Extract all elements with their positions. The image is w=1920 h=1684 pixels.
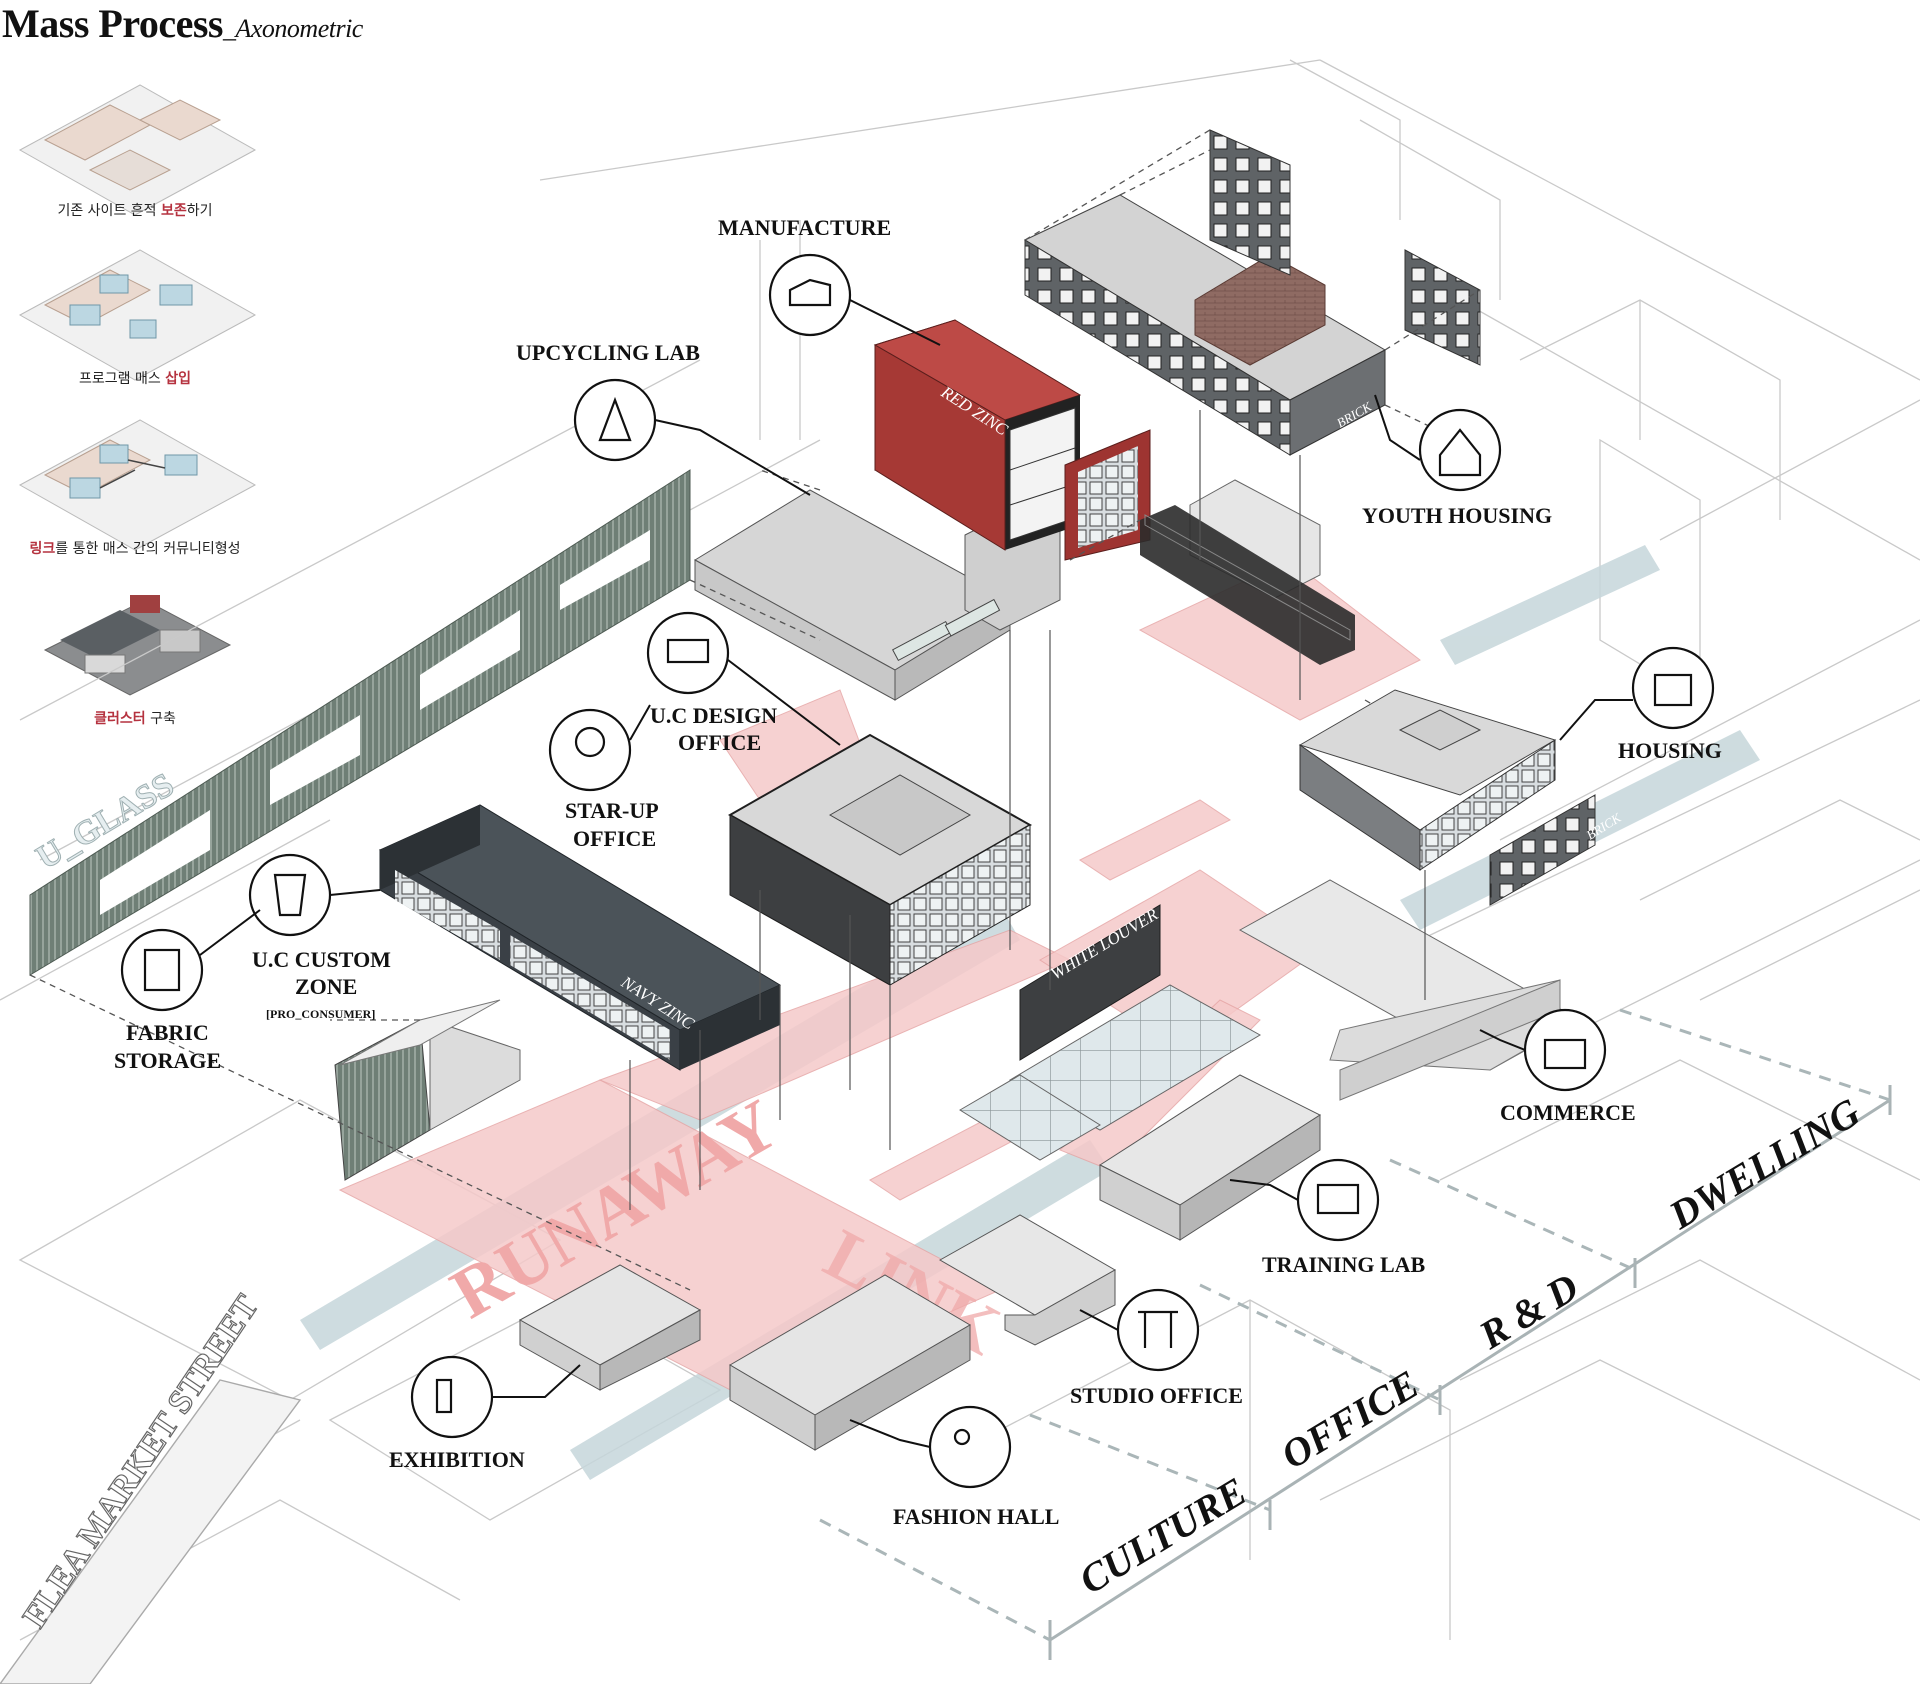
thumbnail-preserve bbox=[18, 84, 257, 216]
fabric-storage-building bbox=[334, 999, 521, 1181]
title-sub: _Axonometric bbox=[223, 14, 363, 43]
label-uc-design-2: OFFICE bbox=[678, 730, 761, 755]
fabric-storage-icon bbox=[120, 928, 204, 1012]
label-training-lab: TRAINING LAB bbox=[1262, 1252, 1426, 1277]
step-2-pre: 프로그램 매스 bbox=[79, 371, 166, 387]
label-uc-custom-1: U.C CUSTOM bbox=[252, 947, 391, 972]
studio-office-building bbox=[938, 1214, 1117, 1346]
label-housing: HOUSING bbox=[1618, 738, 1722, 763]
youth-housing-building: BRICK bbox=[1023, 129, 1481, 665]
fashion-hall-building bbox=[729, 1274, 971, 1451]
label-uc-custom-2: ZONE bbox=[295, 974, 357, 999]
zone-office: OFFICE bbox=[1273, 1361, 1426, 1477]
zone-rd: R & D bbox=[1471, 1264, 1586, 1358]
process-step-3: 링크를 통한 매스 간의 커뮤니티형성 bbox=[10, 538, 260, 558]
process-thumbnails bbox=[18, 84, 257, 696]
commerce-icon bbox=[1523, 1008, 1607, 1092]
manufacture-building: RED ZINC bbox=[873, 319, 1151, 561]
thumbnail-insert bbox=[18, 249, 257, 381]
uc-custom-zone-building: NAVY ZINC bbox=[378, 804, 782, 1071]
uc-design-office-icon bbox=[646, 611, 730, 695]
step-1-pre: 기존 사이트 흔적 bbox=[57, 203, 161, 219]
label-commerce: COMMERCE bbox=[1500, 1100, 1636, 1125]
thumbnail-link bbox=[18, 419, 257, 551]
upcycling-lab-icon bbox=[573, 378, 657, 462]
process-step-1: 기존 사이트 흔적 보존하기 bbox=[10, 200, 260, 220]
page-title: Mass Process_Axonometric bbox=[2, 0, 363, 47]
zone-dwelling: DWELLING bbox=[1661, 1089, 1868, 1238]
step-3-post: 를 통한 매스 간의 커뮤니티형성 bbox=[55, 541, 241, 557]
process-step-2: 프로그램 매스 삽입 bbox=[10, 368, 260, 388]
label-exhibition: EXHIBITION bbox=[389, 1447, 525, 1472]
training-lab-building bbox=[1098, 1074, 1322, 1241]
u-glass-facade: U_GLASS bbox=[29, 469, 691, 976]
label-uc-design-1: U.C DESIGN bbox=[650, 703, 777, 728]
label-fabric-1: FABRIC bbox=[126, 1020, 209, 1045]
label-manufacture: MANUFACTURE bbox=[718, 215, 891, 240]
label-fabric-2: STORAGE bbox=[114, 1048, 221, 1073]
flea-market-street: FLEA MARKET STREET bbox=[0, 1288, 302, 1684]
upcycling-lab-building bbox=[694, 489, 1061, 701]
uc-custom-zone-icon bbox=[248, 853, 332, 937]
housing-icon bbox=[1631, 646, 1715, 730]
label-fashion-hall: FASHION HALL bbox=[893, 1504, 1059, 1529]
housing-building: BRICK bbox=[1298, 689, 1625, 906]
step-4-highlight: 클러스터 bbox=[94, 711, 146, 727]
support-columns bbox=[629, 410, 1426, 1210]
step-1-highlight: 보존 bbox=[160, 203, 187, 219]
label-upcycling-lab: UPCYCLING LAB bbox=[516, 340, 700, 365]
youth-housing-icon bbox=[1418, 408, 1502, 492]
leader-lines bbox=[199, 299, 1633, 1448]
process-step-4: 클러스터 구축 bbox=[10, 708, 260, 728]
program-label-group: MANUFACTURE UPCYCLING LAB YOUTH HOUSING … bbox=[114, 215, 1722, 1529]
step-1-post: 하기 bbox=[186, 203, 213, 219]
studio-office-icon bbox=[1116, 1288, 1200, 1372]
startup-office-icon bbox=[548, 708, 632, 792]
step-2-highlight: 삽입 bbox=[165, 371, 191, 387]
label-uc-custom-3: [PRO_CONSUMER] bbox=[266, 1007, 375, 1021]
exhibition-icon bbox=[410, 1355, 494, 1439]
label-youth-housing: YOUTH HOUSING bbox=[1362, 503, 1552, 528]
zone-culture: CULTURE bbox=[1071, 1468, 1254, 1602]
label-startup-1: STAR-UP bbox=[565, 798, 659, 823]
fashion-hall-icon bbox=[928, 1405, 1012, 1489]
exhibition-building bbox=[518, 1264, 702, 1391]
label-startup-2: OFFICE bbox=[573, 826, 656, 851]
step-4-post: 구축 bbox=[145, 711, 176, 727]
training-lab-icon bbox=[1296, 1158, 1380, 1242]
manufacture-icon bbox=[768, 253, 852, 337]
title-main: Mass Process bbox=[2, 1, 224, 46]
step-3-highlight: 링크 bbox=[29, 541, 56, 557]
thumbnail-cluster bbox=[43, 595, 232, 696]
label-studio-office: STUDIO OFFICE bbox=[1070, 1383, 1243, 1408]
